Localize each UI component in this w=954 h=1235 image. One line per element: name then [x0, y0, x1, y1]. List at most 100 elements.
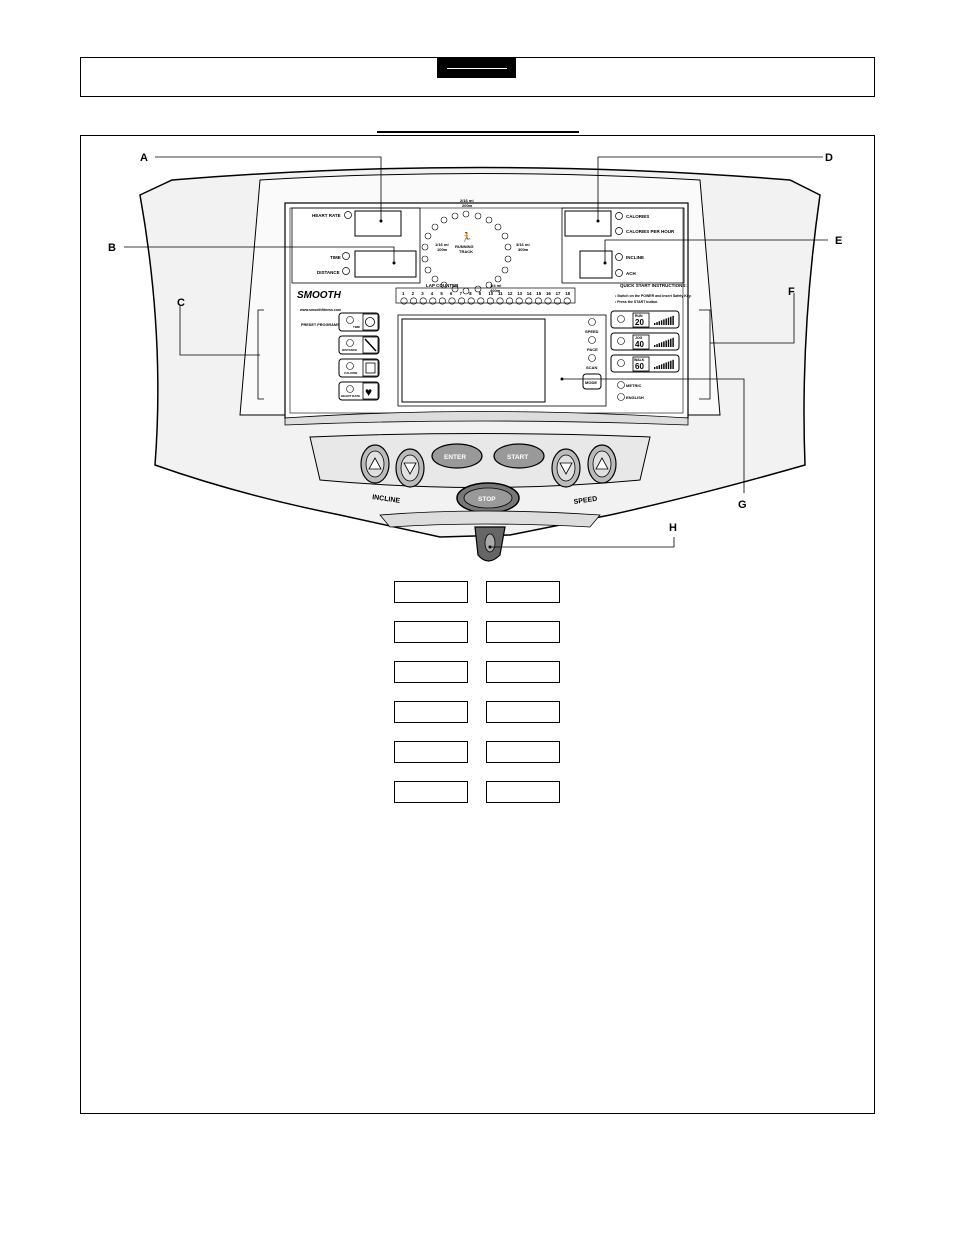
brand-logo: SMOOTH [297, 290, 342, 301]
profile-bar [665, 318, 667, 325]
calories-label: CALORIES [626, 214, 649, 219]
preset-calorie-button[interactable]: CALORIE [338, 358, 380, 378]
jog-number[interactable]: 40 [635, 340, 644, 349]
time-label: TIME [330, 255, 341, 260]
enter-button[interactable]: ENTER [431, 443, 483, 469]
calories-window [564, 210, 612, 237]
scale-icon[interactable] [365, 362, 376, 374]
program-profile-bars [654, 315, 674, 369]
lap-led [438, 297, 446, 305]
run-number[interactable]: 20 [635, 318, 644, 327]
start-label[interactable]: START [507, 454, 528, 461]
calories-per-hour-led [615, 227, 623, 235]
lap-number: 15 [536, 291, 541, 296]
incline-led [615, 253, 623, 261]
enter-label[interactable]: ENTER [444, 454, 466, 461]
lap-number: 9 [479, 291, 482, 296]
lap-led [534, 297, 542, 305]
profile-bar [667, 317, 670, 325]
preset-time-label[interactable]: TIME [353, 325, 360, 329]
profile-bar [667, 339, 670, 347]
start-button[interactable]: START [493, 443, 545, 469]
up-arrow-icon[interactable] [595, 457, 609, 470]
down-arrow-icon[interactable] [403, 462, 417, 475]
mode-button[interactable] [582, 373, 602, 390]
road-icon[interactable] [364, 338, 377, 352]
profile-bar [672, 315, 674, 325]
lap-number: 13 [517, 291, 522, 296]
track-left-label: 1/16 mi [435, 242, 449, 247]
callout-a: A [140, 152, 148, 164]
running-label: RUNNING [455, 244, 474, 249]
right-readout-block [561, 207, 685, 284]
preset-distance-label[interactable]: DISTANCE [342, 348, 357, 352]
speed-led [588, 318, 596, 326]
lap-counter-strip [395, 287, 576, 304]
lap-number: 12 [508, 291, 513, 296]
incline-keys-label: INCLINE [372, 494, 401, 505]
blank-label-box [394, 581, 468, 603]
preset-heart-rate-label[interactable]: HEART RATE [341, 394, 360, 398]
calories-led [615, 212, 623, 220]
callout-d: D [825, 152, 833, 164]
profile-bar [658, 343, 660, 347]
title-underline [377, 131, 579, 133]
safety-key [474, 526, 506, 562]
lap-number: 11 [498, 291, 503, 296]
scan-led-label: SCAN [586, 365, 597, 370]
heart-rate-label: HEART RATE [312, 213, 341, 218]
incline-led-label: INCLINE [626, 255, 644, 260]
speed-up-button[interactable] [587, 444, 617, 484]
metric-led [617, 381, 625, 389]
stop-button[interactable]: STOP [456, 482, 520, 514]
scan-led [588, 354, 596, 362]
console-lower-rim [284, 411, 689, 426]
preset-distance-button[interactable]: DISTANCE [338, 335, 380, 355]
lap-number: 7 [460, 291, 463, 296]
preset-calorie-label[interactable]: CALORIE [344, 371, 358, 375]
heart-icon[interactable]: ♥ [365, 385, 372, 399]
walk-label[interactable]: WALK [634, 358, 645, 362]
message-window [401, 318, 546, 403]
incline-down-button[interactable] [395, 448, 425, 488]
down-arrow-icon[interactable] [559, 462, 573, 475]
callout-lines [124, 156, 828, 548]
lap-led [429, 297, 437, 305]
blank-label-box [394, 661, 468, 683]
preset-time-button[interactable]: TIME [338, 312, 380, 332]
preset-heart-rate-button[interactable]: ♥ HEART RATE [338, 381, 380, 401]
distance-led [342, 267, 350, 275]
clock-icon[interactable] [365, 317, 375, 327]
lap-number: 17 [556, 291, 561, 296]
profile-bar [663, 363, 665, 369]
incline-up-button[interactable] [360, 444, 390, 484]
track-bottom-label: 1/4 mi [490, 283, 501, 288]
stop-label[interactable]: STOP [478, 496, 496, 503]
profile-bar [658, 365, 660, 369]
profile-bar [660, 342, 663, 347]
speed-down-button[interactable] [551, 448, 581, 488]
pace-led-label: PACE [587, 347, 598, 352]
profile-bar [665, 340, 667, 347]
mode-button-label: MODE [585, 380, 597, 385]
lap-led [515, 297, 523, 305]
blank-label-box [486, 581, 560, 603]
callout-f: F [788, 286, 795, 298]
lap-led [458, 297, 466, 305]
time-led [342, 252, 350, 260]
jog-label[interactable]: JOG [635, 336, 643, 340]
lap-led [544, 297, 552, 305]
lap-number: 16 [546, 291, 551, 296]
up-arrow-icon[interactable] [368, 457, 382, 470]
pace-led [588, 336, 596, 344]
lap-number: 5 [440, 291, 443, 296]
lower-shelf [379, 510, 601, 528]
callout-e: E [835, 235, 842, 247]
run-label[interactable]: RUN [635, 314, 643, 318]
quick-start-title: QUICK START INSTRUCTIONS: [620, 283, 687, 288]
blank-label-box [486, 781, 560, 803]
profile-bar [672, 359, 674, 369]
walk-number[interactable]: 60 [635, 362, 644, 371]
